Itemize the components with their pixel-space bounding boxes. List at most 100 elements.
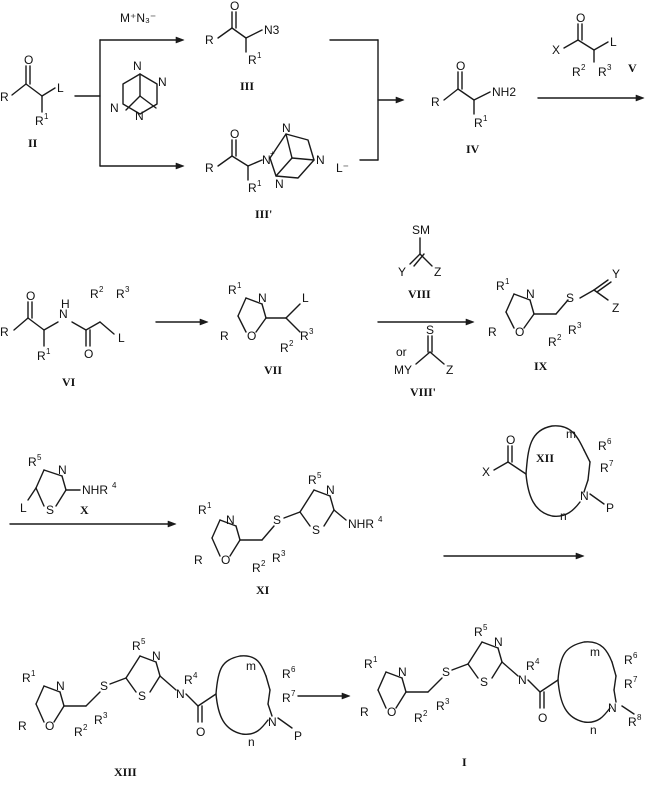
svg-text:N: N	[518, 673, 527, 687]
svg-text:R: R	[598, 65, 607, 79]
svg-text:R: R	[624, 653, 633, 667]
svg-text:4: 4	[535, 657, 540, 666]
svg-text:3: 3	[281, 549, 286, 558]
svg-text:2: 2	[581, 63, 586, 72]
compound-label-III-prime: III'	[255, 207, 272, 221]
svg-text:2: 2	[423, 709, 428, 718]
svg-text:O: O	[196, 725, 205, 739]
svg-text:N: N	[580, 489, 589, 503]
svg-text:N: N	[258, 291, 267, 305]
svg-text:7: 7	[633, 675, 638, 684]
svg-text:R: R	[220, 329, 229, 343]
svg-text:+: +	[270, 149, 275, 158]
svg-text:O: O	[230, 0, 239, 13]
compound-label-XII: XII	[536, 451, 554, 465]
svg-text:1: 1	[31, 669, 36, 678]
compound-label-III: III	[240, 79, 254, 93]
svg-text:L: L	[610, 35, 617, 49]
svg-text:R: R	[205, 33, 214, 47]
branch-arrows-II: M⁺N₃⁻	[74, 11, 185, 170]
svg-text:R: R	[300, 329, 309, 343]
compound-IX: N O R 1 R S Y Z R 3 R 2 IX	[488, 267, 620, 373]
svg-text:S: S	[138, 689, 146, 703]
compound-II: O R L R 1 II	[0, 53, 64, 150]
svg-text:S: S	[312, 523, 320, 537]
svg-text:O: O	[506, 433, 515, 447]
leaving-anion: L⁻	[336, 161, 349, 175]
svg-text:5: 5	[141, 637, 146, 646]
svg-text:R: R	[308, 473, 317, 487]
merge-arrow-IV	[329, 39, 405, 161]
svg-text:O: O	[230, 127, 239, 141]
svg-text:L: L	[302, 291, 309, 305]
svg-text:S: S	[442, 665, 450, 679]
svg-text:1: 1	[505, 277, 510, 286]
svg-text:R: R	[228, 283, 237, 297]
svg-text:R: R	[74, 725, 83, 739]
svg-text:O: O	[221, 553, 230, 567]
svg-text:1: 1	[373, 655, 378, 664]
svg-text:R: R	[194, 553, 203, 567]
svg-text:S: S	[480, 675, 488, 689]
svg-text:Y: Y	[398, 265, 406, 279]
svg-text:Y: Y	[612, 267, 620, 281]
svg-text:Z: Z	[434, 265, 441, 279]
svg-text:R: R	[598, 439, 607, 453]
svg-text:N: N	[316, 153, 325, 167]
svg-text:S: S	[426, 323, 434, 337]
svg-text:Z: Z	[446, 363, 453, 377]
reagent-V: O X L R 2 R 3 V	[552, 11, 637, 79]
svg-text:P: P	[606, 501, 614, 515]
svg-text:R: R	[90, 287, 99, 301]
svg-text:R: R	[414, 711, 423, 725]
svg-text:R: R	[600, 461, 609, 475]
svg-text:m: m	[590, 645, 600, 659]
leaving-group-label: L	[57, 81, 64, 95]
svg-text:N: N	[56, 679, 65, 693]
svg-text:O: O	[387, 705, 396, 719]
svg-text:3: 3	[607, 63, 612, 72]
svg-text:R: R	[94, 713, 103, 727]
svg-text:R: R	[496, 279, 505, 293]
compound-VI: O R N H R 1 O R 2 R 3 L VI	[0, 285, 130, 389]
svg-text:3: 3	[309, 327, 314, 336]
svg-text:O: O	[247, 329, 256, 343]
svg-text:X: X	[482, 465, 490, 479]
svg-text:X: X	[552, 43, 560, 57]
compound-label-I: I	[462, 755, 467, 769]
reagent-XII: O X m n R 6 R 7 N P XII	[482, 425, 614, 523]
svg-text:N: N	[135, 109, 144, 123]
compound-I: N O R 1 R S N S R 5 N R 4 R 3 R 2 O m n …	[360, 623, 642, 769]
svg-text:1: 1	[207, 501, 212, 510]
reagent-X: N S R 5 L NHR 4 X	[20, 453, 117, 517]
svg-text:1: 1	[46, 347, 51, 356]
svg-text:R: R	[205, 161, 214, 175]
or-label: or	[396, 345, 407, 359]
compound-label-X: X	[80, 503, 89, 517]
svg-text:R: R	[431, 95, 440, 109]
svg-text:R: R	[572, 65, 581, 79]
arrow-XI-to-XIII	[443, 552, 585, 560]
svg-text:6: 6	[291, 665, 296, 674]
azide-group: N3	[264, 23, 280, 37]
arrow-IX-to-XI	[9, 520, 177, 528]
svg-text:n: n	[560, 509, 567, 523]
svg-text:S: S	[566, 291, 574, 305]
svg-text:R: R	[436, 699, 445, 713]
svg-text:5: 5	[483, 623, 488, 632]
compound-label-II: II	[28, 136, 38, 150]
svg-text:2: 2	[83, 723, 88, 732]
svg-text:3: 3	[445, 697, 450, 706]
svg-text:S: S	[46, 503, 54, 517]
svg-text:1: 1	[44, 112, 49, 121]
hexamine-reagent: N N N N	[110, 59, 167, 123]
svg-text:N: N	[494, 635, 503, 649]
svg-text:R: R	[272, 551, 281, 565]
svg-text:R: R	[37, 349, 46, 363]
svg-text:R: R	[474, 625, 483, 639]
svg-text:R: R	[282, 667, 291, 681]
svg-text:R: R	[488, 325, 497, 339]
svg-text:6: 6	[633, 651, 638, 660]
compound-label-VIII-prime: VIII'	[410, 385, 436, 399]
svg-text:1: 1	[257, 51, 262, 60]
